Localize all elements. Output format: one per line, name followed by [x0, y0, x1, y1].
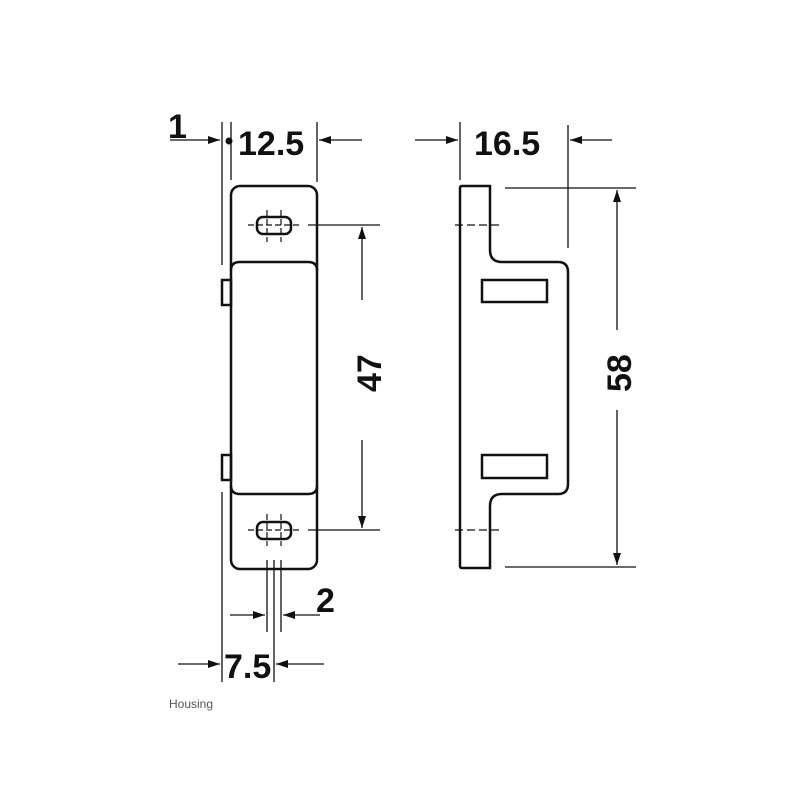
dim-side-depth: 16.5: [474, 125, 540, 163]
dim-overall-height: 58: [601, 354, 639, 392]
dim-hole-width: 2: [316, 582, 335, 620]
front-view: [220, 184, 319, 571]
dim-hole-offset: 7.5: [224, 648, 271, 686]
side-view: [458, 184, 570, 570]
dim-offset: 1: [168, 108, 187, 146]
figure-caption: Housing: [169, 697, 214, 711]
dim-front-width: 12.5: [238, 125, 304, 163]
dim-hole-spacing: 47: [351, 354, 389, 392]
